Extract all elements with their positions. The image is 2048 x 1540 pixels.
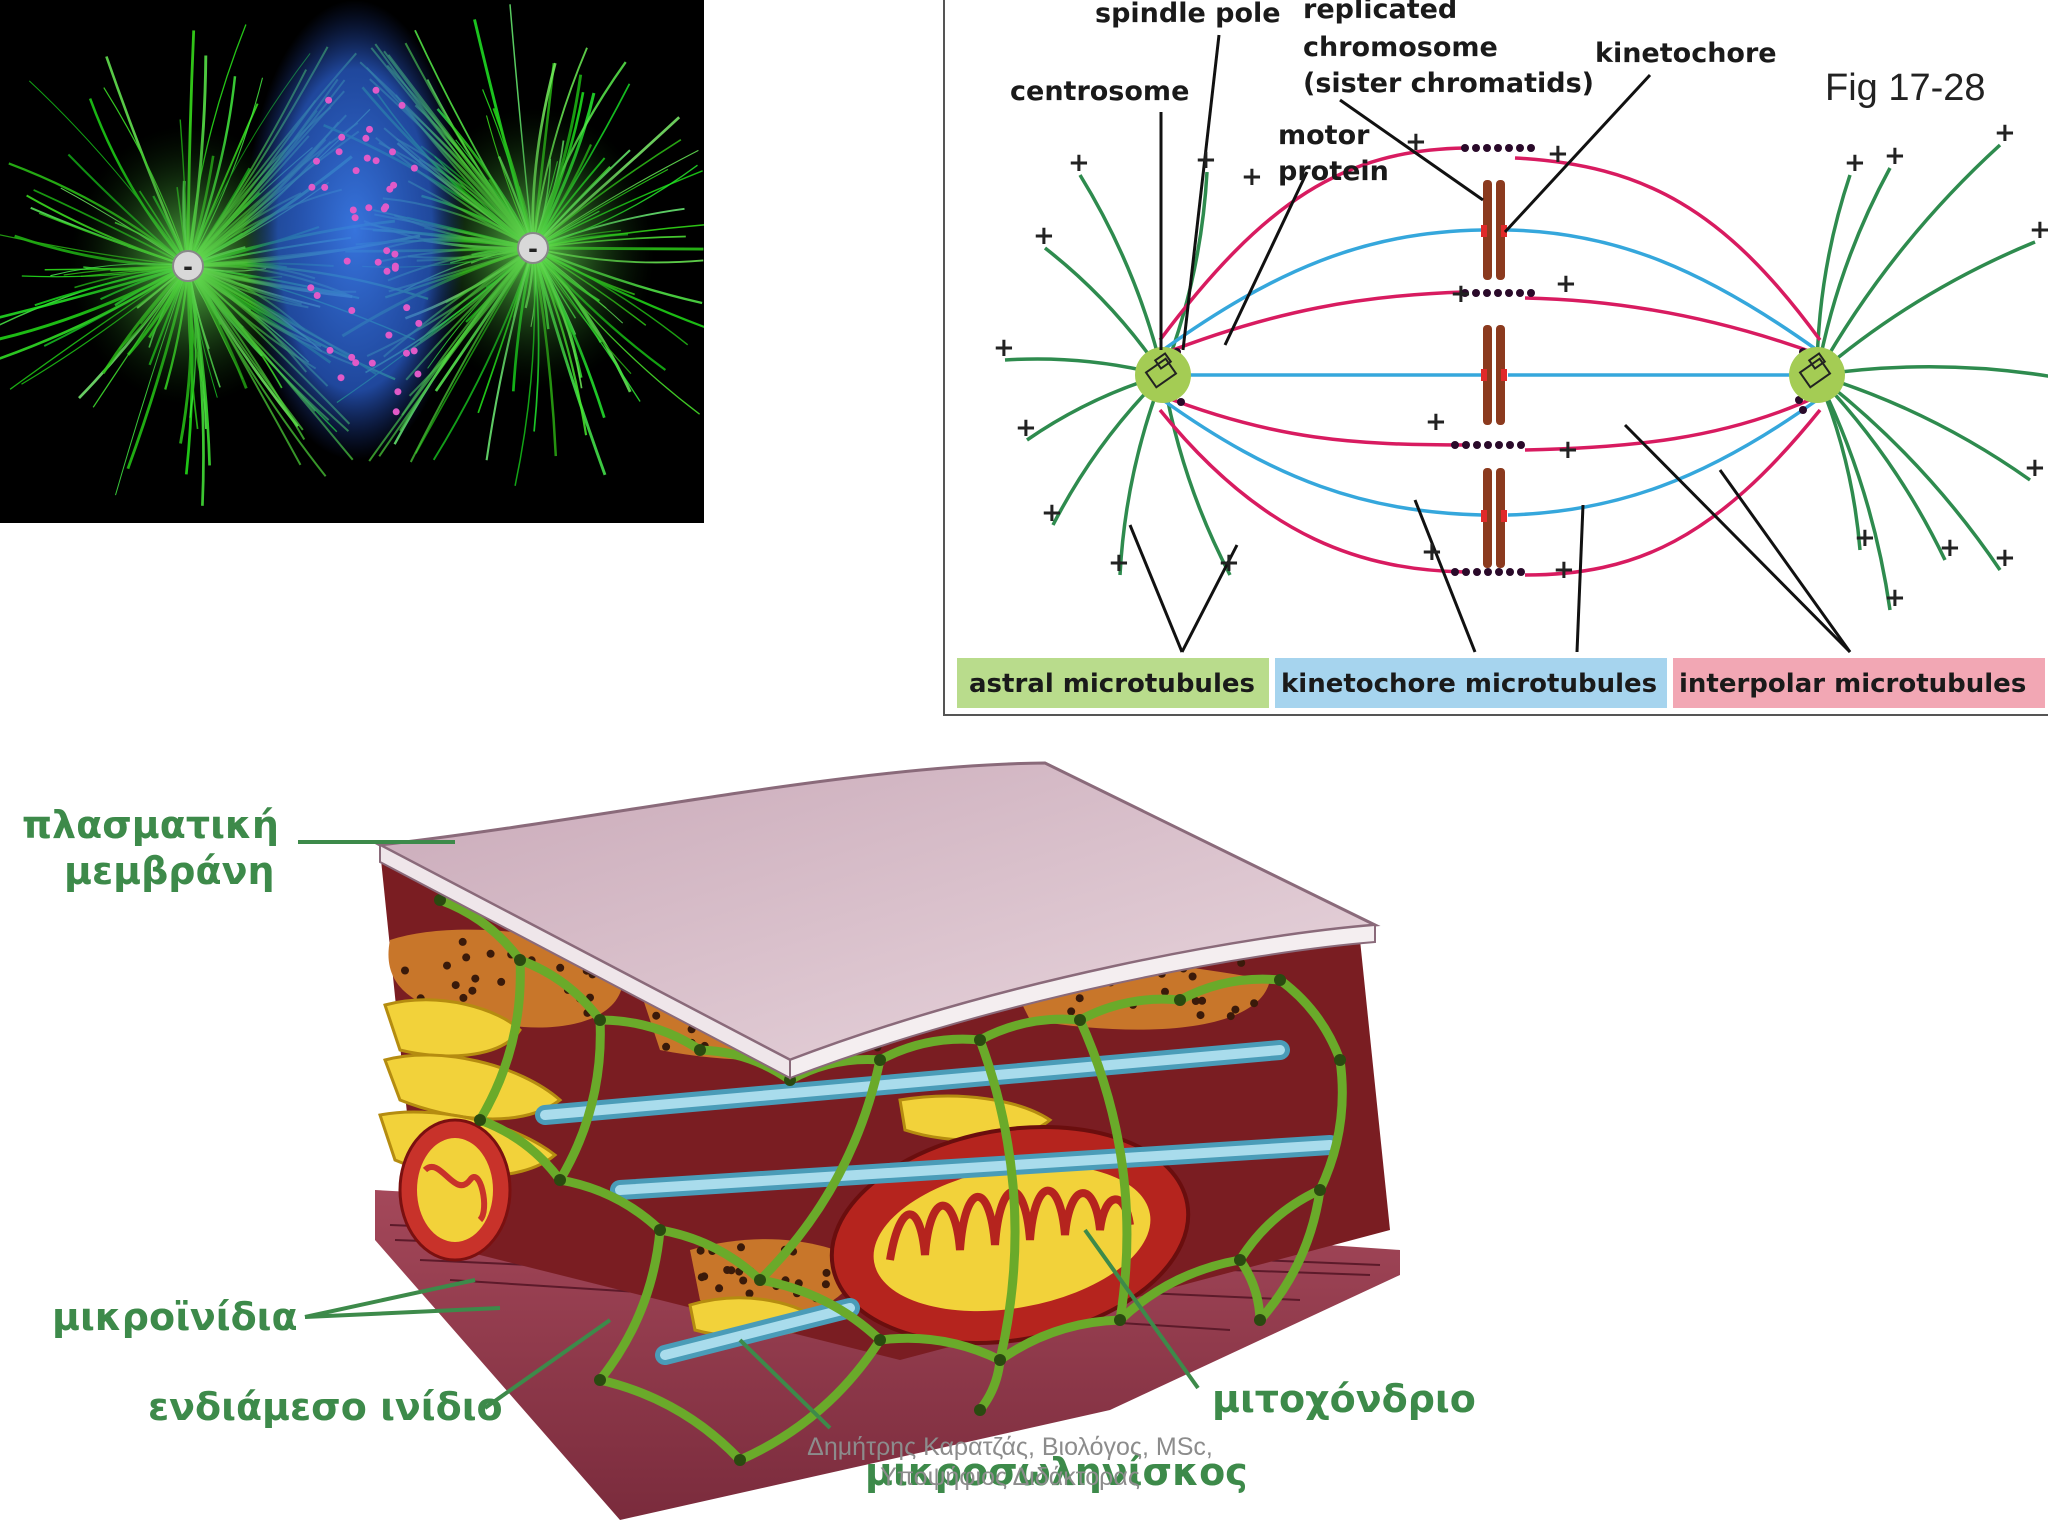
svg-text:+: + [1068, 148, 1090, 178]
replicated-label-line3: (sister chromatids) [1303, 68, 1594, 99]
replicated-label-line1: replicated [1303, 0, 1457, 25]
legend-astral-swatch [957, 658, 1269, 708]
svg-text:+: + [1033, 221, 1055, 251]
svg-text:+: + [993, 333, 1015, 363]
svg-text:+: + [1854, 523, 1876, 553]
figure-number: Fig 17-28 [1825, 67, 1986, 109]
svg-text:+: + [2024, 453, 2046, 483]
svg-text:+: + [1994, 543, 2016, 573]
plus-end-markers: +++++++++++++++++++++++++++ [993, 118, 2048, 613]
svg-text:+: + [1218, 548, 1240, 578]
svg-text:+: + [1015, 413, 1037, 443]
microfilaments-label: μικροϊνίδια [52, 1295, 298, 1339]
replicated-label-line2: chromosome [1303, 32, 1498, 63]
legend-interpolar-swatch [1673, 658, 2045, 708]
svg-text:+: + [1557, 435, 1579, 465]
svg-text:+: + [1450, 279, 1472, 309]
author-footer: Δημήτρης Καρατζάς, Βιολόγος, MSc, Υποψήφ… [700, 1432, 1320, 1492]
svg-text:+: + [1884, 141, 1906, 171]
svg-text:+: + [1844, 148, 1866, 178]
svg-text:+: + [1405, 127, 1427, 157]
svg-text:+: + [1939, 533, 1961, 563]
svg-text:+: + [1041, 498, 1063, 528]
microtubule-rods [535, 1040, 1340, 1365]
fluorescence-micrograph: - - [0, 0, 756, 523]
svg-text:+: + [1241, 162, 1263, 192]
intermediate-filament-label: ενδιάμεσο ινίδιο [148, 1385, 503, 1429]
svg-text:+: + [1547, 139, 1569, 169]
chromosome-mass [245, 0, 465, 460]
centrosome-left [1135, 347, 1191, 403]
legend-interpolar-label: interpolar microtubules [1679, 669, 2026, 699]
greek-leader-lines [298, 840, 1200, 1430]
svg-text:+: + [1994, 118, 2016, 148]
svg-text:+: + [1555, 269, 1577, 299]
centrosome-label: centrosome [1010, 76, 1189, 107]
legend-kinetochore-swatch [1275, 658, 1667, 708]
cytoskeleton-svg: πλασματική μεμβράνη μικροϊνίδια ενδιάμεσ… [22, 761, 1476, 1520]
leader-lines [1128, 34, 1852, 654]
kinetochore-label: kinetochore [1595, 38, 1777, 69]
left-pole-mark: - [183, 253, 193, 281]
replicated-chromosomes [1481, 180, 1507, 568]
svg-text:+: + [1195, 145, 1217, 175]
kinetochore-microtubules [1161, 228, 1819, 517]
centrosome-right [1789, 347, 1845, 403]
footer-line1: Δημήτρης Καρατζάς, Βιολόγος, MSc, [807, 1433, 1213, 1461]
spindle-schematic: +++++++++++++++++++++++++++ spindle pole… [943, 0, 2048, 716]
mitochondrion-label: μιτοχόνδριο [1212, 1377, 1476, 1421]
legend-astral-label: astral microtubules [969, 669, 1255, 699]
svg-text:+: + [1108, 548, 1130, 578]
micrograph-image: - - [0, 0, 756, 523]
astral-microtubules-right [1815, 143, 2048, 611]
plasma-membrane-label-line2: μεμβράνη [64, 849, 275, 893]
small-mitochondrion [398, 1118, 512, 1262]
interpolar-microtubules [1158, 146, 1822, 577]
right-pole-mark: - [528, 235, 538, 263]
footer-line2: Υποψήφιος Διδάκτορας [880, 1463, 1140, 1491]
svg-text:+: + [2029, 215, 2048, 245]
plasma-membrane-edge [789, 923, 1376, 1080]
large-mitochondrion [829, 1124, 1191, 1346]
microtubule-label: μικροσωληνίσκος [865, 1450, 1248, 1494]
spindle-svg: +++++++++++++++++++++++++++ spindle pole… [957, 0, 2048, 708]
svg-text:+: + [1884, 583, 1906, 613]
svg-text:+: + [1553, 555, 1575, 585]
kinetochore-dots [307, 86, 423, 416]
legend: astral microtubules kinetochore microtub… [957, 658, 2045, 708]
plasma-membrane-label-line1: πλασματική [22, 803, 279, 847]
legend-kinetochore-label: kinetochore microtubules [1281, 669, 1657, 699]
svg-text:+: + [1421, 537, 1443, 567]
svg-text:+: + [1425, 407, 1447, 437]
spindle-pole-label: spindle pole [1095, 0, 1281, 29]
right-pole: - [517, 232, 549, 264]
motor-protein-label-line1: motor [1278, 120, 1370, 151]
motor-protein-label-line2: protein [1278, 156, 1389, 187]
plasma-membrane-side [379, 843, 791, 1080]
cytoskeleton-illustration: πλασματική μεμβράνη μικροϊνίδια ενδιάμεσ… [0, 760, 1500, 1536]
left-pole: - [172, 250, 204, 282]
